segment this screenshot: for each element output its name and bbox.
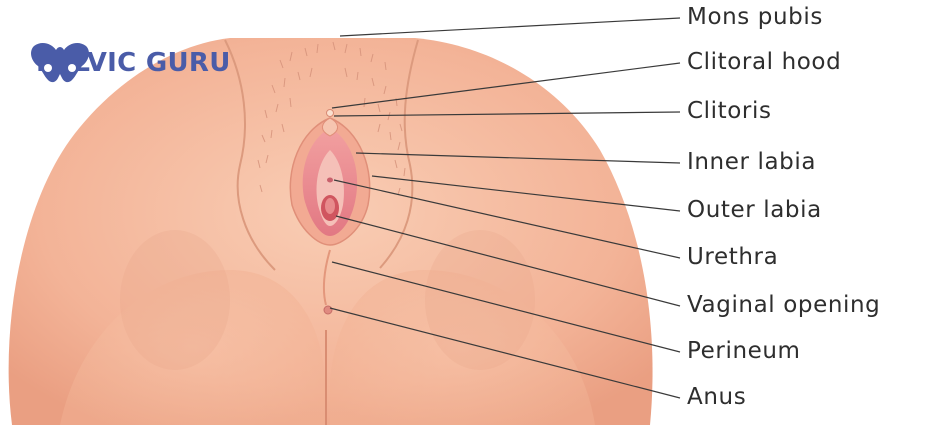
label-outer-labia: Outer labia xyxy=(687,199,822,222)
label-perineum: Perineum xyxy=(687,340,801,363)
label-inner-labia: Inner labia xyxy=(687,151,816,174)
logo: PELVIC GURU xyxy=(28,40,231,86)
label-urethra: Urethra xyxy=(687,246,778,269)
label-vaginal-opening: Vaginal opening xyxy=(687,294,880,317)
label-clitoris: Clitoris xyxy=(687,100,772,123)
label-mons-pubis: Mons pubis xyxy=(687,6,823,29)
label-clitoral-hood: Clitoral hood xyxy=(687,51,841,74)
leader-line-mons-pubis xyxy=(340,18,680,36)
label-anus: Anus xyxy=(687,386,746,409)
